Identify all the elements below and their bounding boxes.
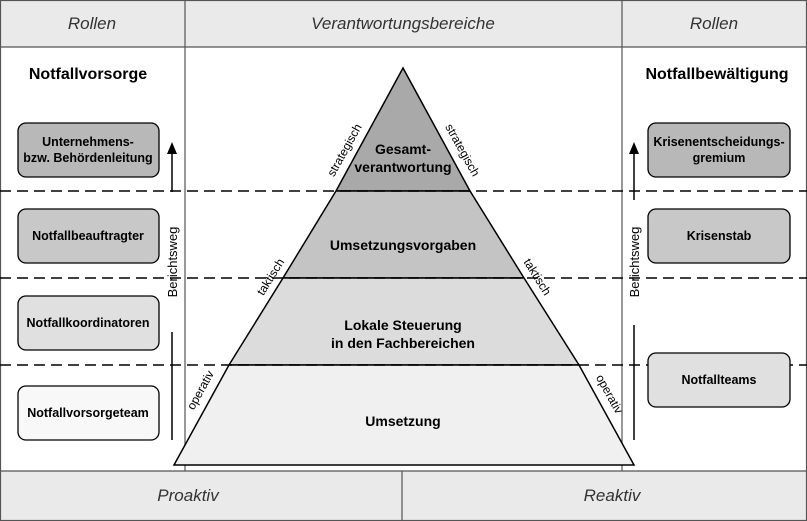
arrow-up-icon — [629, 142, 639, 154]
footer-reactive: Reaktiv — [584, 486, 642, 505]
role-management-line-1: Unternehmens- — [42, 135, 134, 149]
role-emergency-prep-team: Notfallvorsorgeteam — [27, 406, 149, 420]
role-crisis-board-line-1: Krisenentscheidungs- — [653, 135, 784, 149]
title-emergency-response: Notfallbewältigung — [645, 66, 788, 83]
role-crisis-staff: Krisenstab — [687, 229, 752, 243]
role-box-crisis-board — [647, 122, 791, 178]
reporting-arrow-right — [629, 142, 639, 440]
pyramid-label-3: Umsetzung — [365, 413, 440, 429]
header-roles-right: Rollen — [690, 14, 738, 33]
role-box-emergency-teams — [647, 352, 791, 408]
role-box-emergency-prep-team — [17, 385, 160, 441]
role-box-emergency-coordinators — [17, 295, 160, 351]
pyramid-level-implementation-guidelines — [281, 190, 526, 279]
pyramid-label-2-line-2: in den Fachbereichen — [331, 335, 475, 351]
header-roles-left: Rollen — [68, 14, 116, 33]
role-box-crisis-staff — [647, 208, 791, 264]
reporting-path-label-left: Berichtsweg — [165, 227, 180, 298]
pyramid-label-0-line-2: verantwortung — [354, 159, 451, 175]
header-band — [0, 0, 807, 47]
role-emergency-officer: Notfallbeauftragter — [32, 229, 144, 243]
role-management-line-2: bzw. Behördenleitung — [23, 151, 152, 165]
role-box-management — [17, 122, 160, 178]
pyramid-label-0-line-1: Gesamt- — [375, 141, 431, 157]
role-emergency-coordinators: Notfallkoordinatoren — [27, 316, 150, 330]
pyramid — [172, 66, 636, 466]
reporting-arrow-left — [167, 142, 177, 440]
pyramid-label-2-line-1: Lokale Steuerung — [344, 317, 461, 333]
role-box-emergency-officer — [17, 208, 160, 264]
role-emergency-teams: Notfallteams — [681, 373, 756, 387]
title-emergency-preparedness: Notfallvorsorge — [29, 66, 147, 83]
pyramid-label-1: Umsetzungsvorgaben — [330, 237, 476, 253]
footer-proactive: Proaktiv — [157, 486, 220, 505]
header-responsibilities: Verantwortungsbereiche — [311, 14, 495, 33]
footer-band — [0, 471, 807, 521]
role-crisis-board-line-2: gremium — [693, 151, 746, 165]
arrow-up-icon — [167, 142, 177, 154]
reporting-path-label-right: Berichtsweg — [627, 227, 642, 298]
